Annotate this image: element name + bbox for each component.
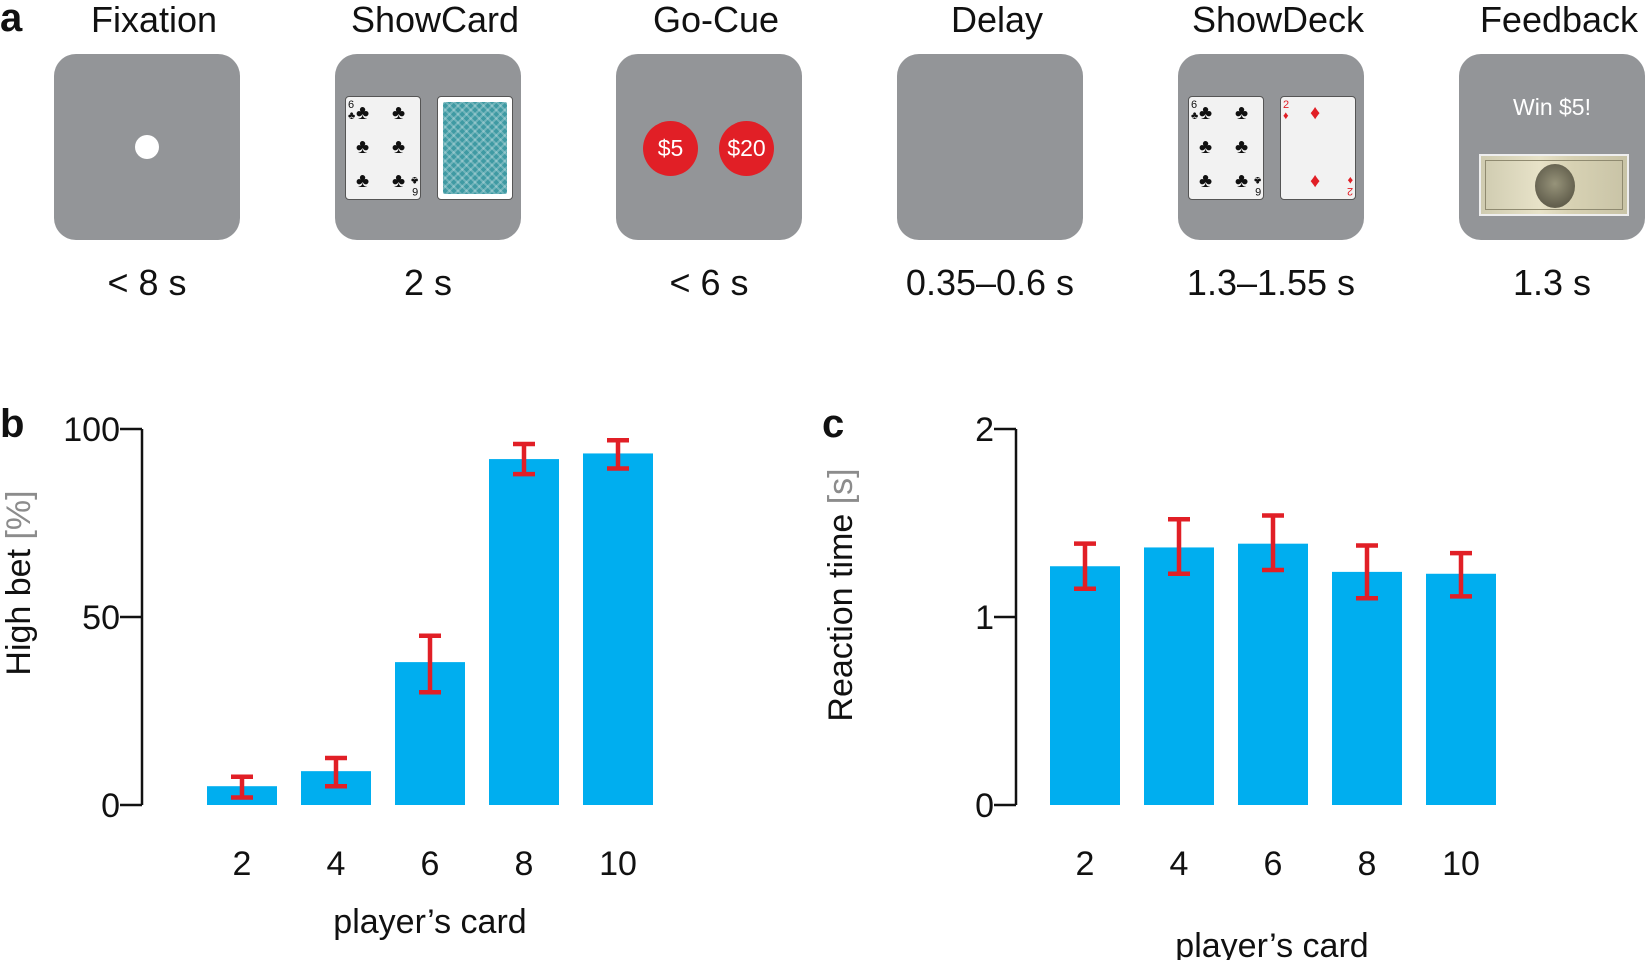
- bar: [1238, 543, 1308, 805]
- chart-reaction-time: 0 1 2 2 4 6 8 10 player’s card Reaction time [s]: [822, 411, 1496, 960]
- x-tick-label: 10: [1442, 845, 1480, 883]
- x-tick-label: 10: [599, 845, 637, 883]
- y-axis-label-text: High bet: [0, 540, 38, 676]
- six-of-clubs-card: 6♣ ♣ ♣ ♣ ♣ ♣ ♣ 6♣: [1188, 96, 1264, 200]
- bar: [1426, 573, 1496, 805]
- y-axis-unit: [%]: [0, 490, 38, 539]
- x-tick-label: 6: [1264, 845, 1283, 883]
- y-axis-unit: [s]: [822, 468, 860, 504]
- x-tick-label: 4: [1170, 845, 1189, 883]
- bar: [1050, 566, 1120, 805]
- club-icon: ♣: [392, 170, 406, 192]
- diamond-icon: ♦: [1310, 170, 1321, 192]
- x-axis-label: player’s card: [333, 903, 526, 941]
- high-bet-chip: $20: [719, 121, 774, 176]
- y-tick-label: 2: [975, 411, 994, 449]
- y-tick-label: 0: [101, 787, 120, 825]
- card-back: [437, 96, 513, 200]
- y-tick-label: 0: [975, 787, 994, 825]
- club-icon: ♣: [356, 102, 370, 124]
- go-cue-screen: $5 $20: [616, 54, 802, 240]
- panel-letter-c: c: [822, 402, 845, 446]
- stage-duration: 2 s: [403, 262, 453, 303]
- club-icon: ♣: [1199, 136, 1213, 158]
- x-axis-label: player’s card: [1175, 927, 1368, 960]
- two-of-diamonds-card: 2♦ ♦ ♦ 2♦: [1280, 96, 1356, 200]
- low-bet-chip: $5: [643, 121, 698, 176]
- bill-frame: [1485, 160, 1623, 210]
- bar: [489, 459, 559, 805]
- showcard-screen: 6♣ ♣ ♣ ♣ ♣ ♣ ♣ 6♣: [335, 54, 521, 240]
- x-tick-label: 2: [233, 845, 252, 883]
- club-icon: ♣: [392, 136, 406, 158]
- club-icon: ♣: [356, 170, 370, 192]
- y-axis-label: Reaction time [s]: [822, 468, 860, 721]
- x-tick-label: 6: [421, 845, 440, 883]
- x-tick-label: 8: [1358, 845, 1377, 883]
- club-icon: ♣: [392, 102, 406, 124]
- stage-duration: 1.3 s: [1512, 262, 1592, 303]
- six-of-clubs-card: 6♣ ♣ ♣ ♣ ♣ ♣ ♣ 6♣: [345, 96, 421, 200]
- x-tick-label: 8: [515, 845, 534, 883]
- diamond-icon: ♦: [1310, 102, 1321, 124]
- stage-title: Fixation: [90, 0, 218, 40]
- bill-portrait: [1535, 164, 1575, 208]
- card-back-pattern: [443, 102, 507, 194]
- fixation-dot: [135, 135, 159, 159]
- card-corner: 6♣: [1253, 174, 1261, 197]
- bar: [583, 453, 653, 805]
- card-corner: 6♣: [348, 99, 356, 122]
- panel-letter-b: b: [0, 402, 25, 446]
- y-axis-label: High bet [%]: [0, 490, 38, 675]
- win-message: Win $5!: [1513, 94, 1591, 120]
- club-icon: ♣: [1235, 102, 1249, 124]
- card-corner: 2♦: [1346, 174, 1353, 197]
- delay-screen: [897, 54, 1083, 240]
- panel-letter-a: a: [0, 0, 23, 40]
- club-icon: ♣: [1199, 170, 1213, 192]
- stage-duration: < 6 s: [669, 262, 749, 303]
- club-icon: ♣: [1235, 136, 1249, 158]
- x-tick-label: 4: [327, 845, 346, 883]
- stage-title: Go-Cue: [652, 0, 780, 40]
- y-tick-label: 100: [63, 411, 120, 449]
- feedback-screen: Win $5!: [1459, 54, 1645, 240]
- bar: [1332, 571, 1402, 805]
- card-corner: 6♣: [410, 174, 418, 197]
- y-tick-label: 50: [82, 599, 120, 637]
- chart-high-bet: 0 50 100 2 4 6 8 10 player’s card High bet [%]: [0, 411, 653, 941]
- y-axis-label-text: Reaction time: [822, 504, 860, 721]
- stage-duration: 1.3–1.55 s: [1186, 262, 1356, 303]
- club-icon: ♣: [1199, 102, 1213, 124]
- club-icon: ♣: [1235, 170, 1249, 192]
- bar: [1144, 547, 1214, 805]
- card-corner: 2♦: [1283, 99, 1290, 122]
- stage-title: ShowDeck: [1191, 0, 1365, 40]
- stage-title: ShowCard: [350, 0, 520, 40]
- x-tick-label: 2: [1076, 845, 1095, 883]
- club-icon: ♣: [356, 136, 370, 158]
- stage-title: Feedback: [1479, 0, 1639, 40]
- five-dollar-bill-image: [1479, 154, 1629, 216]
- stage-duration: < 8 s: [107, 262, 187, 303]
- stage-title: Delay: [950, 0, 1044, 40]
- showdeck-screen: 6♣ ♣ ♣ ♣ ♣ ♣ ♣ 6♣ 2♦ ♦ ♦ 2♦: [1178, 54, 1364, 240]
- card-corner: 6♣: [1191, 99, 1199, 122]
- y-tick-label: 1: [975, 599, 994, 637]
- fixation-screen: [54, 54, 240, 240]
- stage-duration: 0.35–0.6 s: [905, 262, 1075, 303]
